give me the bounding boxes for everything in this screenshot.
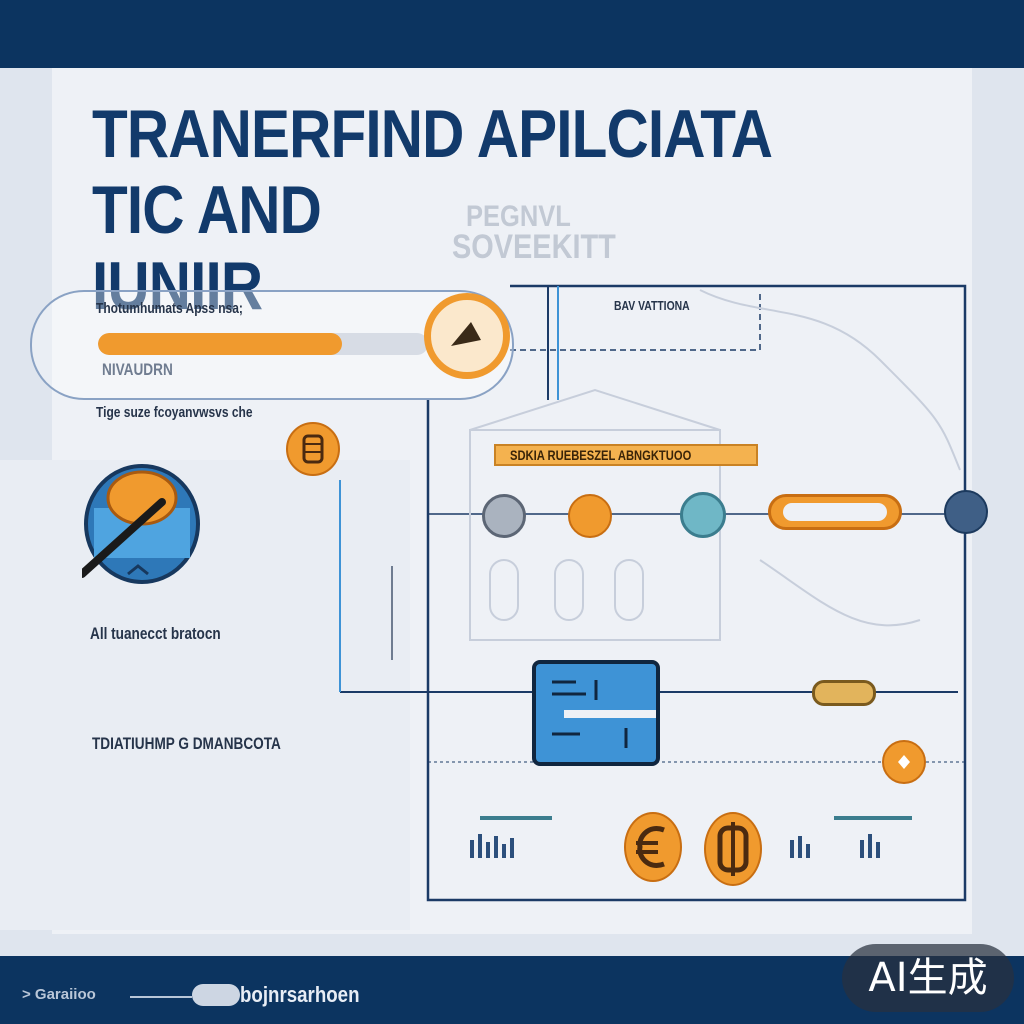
pill-inner	[783, 503, 887, 521]
top-bar	[0, 0, 1024, 68]
mini-bars	[470, 834, 880, 858]
building-window	[554, 559, 584, 621]
wrench-icon[interactable]	[78, 462, 202, 592]
title-line-2: IUNIIR	[92, 248, 263, 324]
node-icon[interactable]	[680, 492, 726, 538]
dollar-icon[interactable]	[704, 812, 762, 886]
node-icon[interactable]	[944, 490, 988, 534]
euro-icon[interactable]	[624, 812, 682, 882]
chain-icon[interactable]	[286, 422, 340, 476]
play-icon[interactable]	[882, 740, 926, 784]
background-word: PEGNVL	[466, 200, 571, 233]
footer-brand[interactable]: bojnrsarhoen	[240, 982, 360, 1007]
chip-icon[interactable]	[812, 680, 876, 706]
search-label: Thotumhumats Apss nsa;	[96, 300, 243, 317]
building-window	[614, 559, 644, 621]
dashed-connector	[510, 290, 761, 351]
action-pill[interactable]	[768, 494, 902, 530]
ai-generated-watermark: AI生成	[842, 944, 1014, 1012]
monitor-icon[interactable]	[532, 660, 660, 766]
node-icon[interactable]	[482, 494, 526, 538]
left-panel	[0, 460, 410, 930]
footer-divider	[130, 996, 192, 998]
progress-bar	[98, 333, 428, 355]
tool-caption: Tige suze fcoyanvwsvs che	[96, 404, 253, 421]
search-sublabel: NIVAUDRN	[102, 360, 173, 379]
bottom-section-title: TDIATIUHMP G DMANBCOTA	[92, 734, 281, 753]
map-outline	[699, 289, 961, 471]
node-icon[interactable]	[568, 494, 612, 538]
banner-text: SDKIA RUEBESZEL ABNGKTUOO	[510, 447, 692, 463]
footer-logo[interactable]	[192, 984, 240, 1006]
page-title: TRANERFIND APILCIATA TIC AND IUNIIR	[92, 96, 849, 324]
section-label: BAV VATTIONA	[614, 298, 690, 313]
tool-label: All tuanecct bratocn	[90, 624, 221, 643]
title-line-1: TRANERFIND APILCIATA TIC AND	[92, 96, 771, 248]
footer-caption: > Garaiioo	[22, 986, 96, 1003]
background-word: SOVEEKITT	[452, 228, 616, 266]
diagram-frame	[426, 284, 967, 902]
progress-fill	[98, 333, 343, 355]
info-banner: SDKIA RUEBESZEL ABNGKTUOO	[494, 444, 758, 466]
building-roof	[469, 388, 721, 431]
map-outline	[759, 559, 921, 627]
building-window	[489, 559, 519, 621]
building-outline	[469, 429, 721, 641]
magnifier-icon[interactable]	[424, 293, 510, 379]
